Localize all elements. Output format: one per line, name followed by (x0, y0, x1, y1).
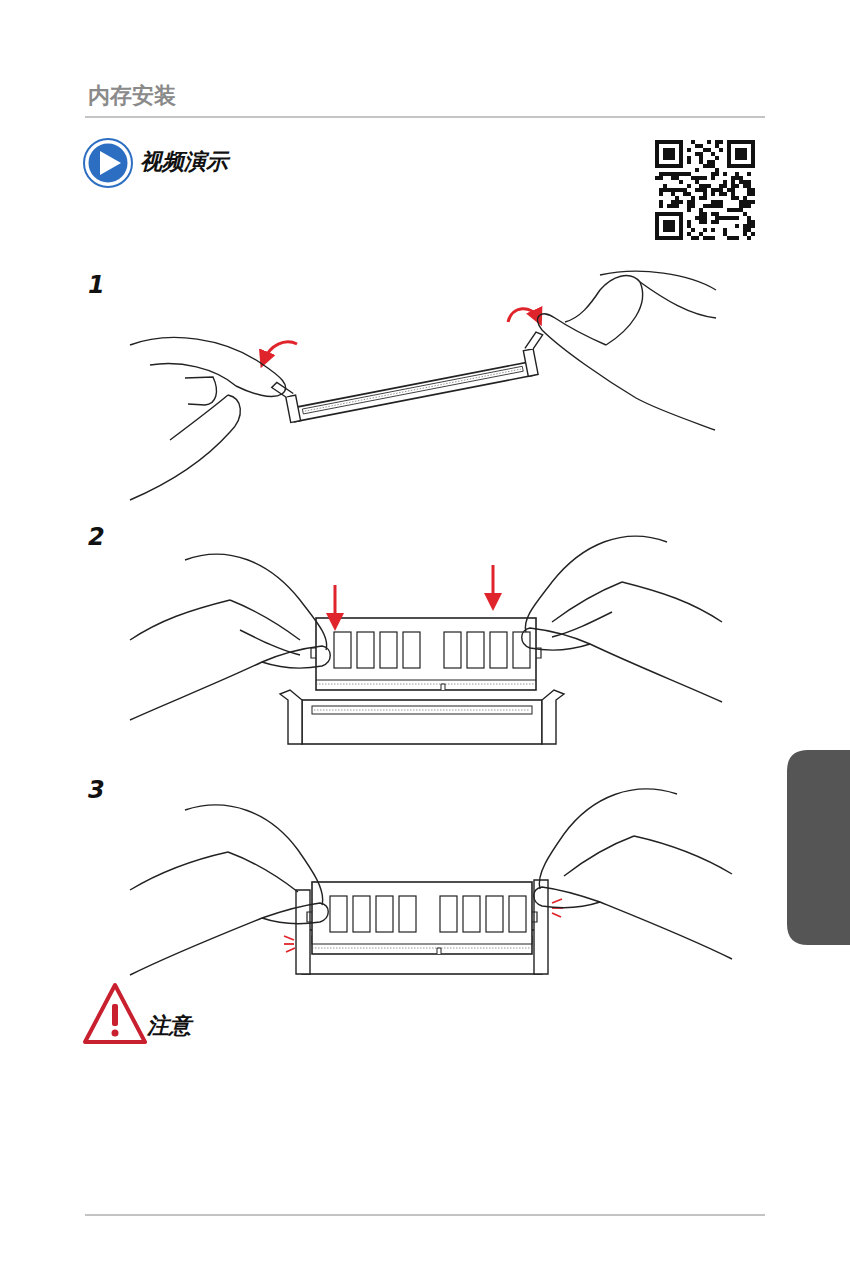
hand (130, 554, 330, 720)
hand (130, 271, 716, 500)
dimm-slot (271, 331, 550, 425)
side-tab (787, 750, 850, 945)
step-number: 2 (88, 524, 105, 550)
video-heading: 视频演示 (140, 150, 228, 174)
click-marks (284, 899, 563, 952)
page-title: 内存安装 (88, 84, 176, 108)
step-number: 1 (88, 272, 105, 298)
note-heading: 注意 (147, 1014, 191, 1038)
qr-code (655, 140, 755, 240)
step-number: 3 (88, 777, 105, 803)
hand (130, 805, 328, 975)
